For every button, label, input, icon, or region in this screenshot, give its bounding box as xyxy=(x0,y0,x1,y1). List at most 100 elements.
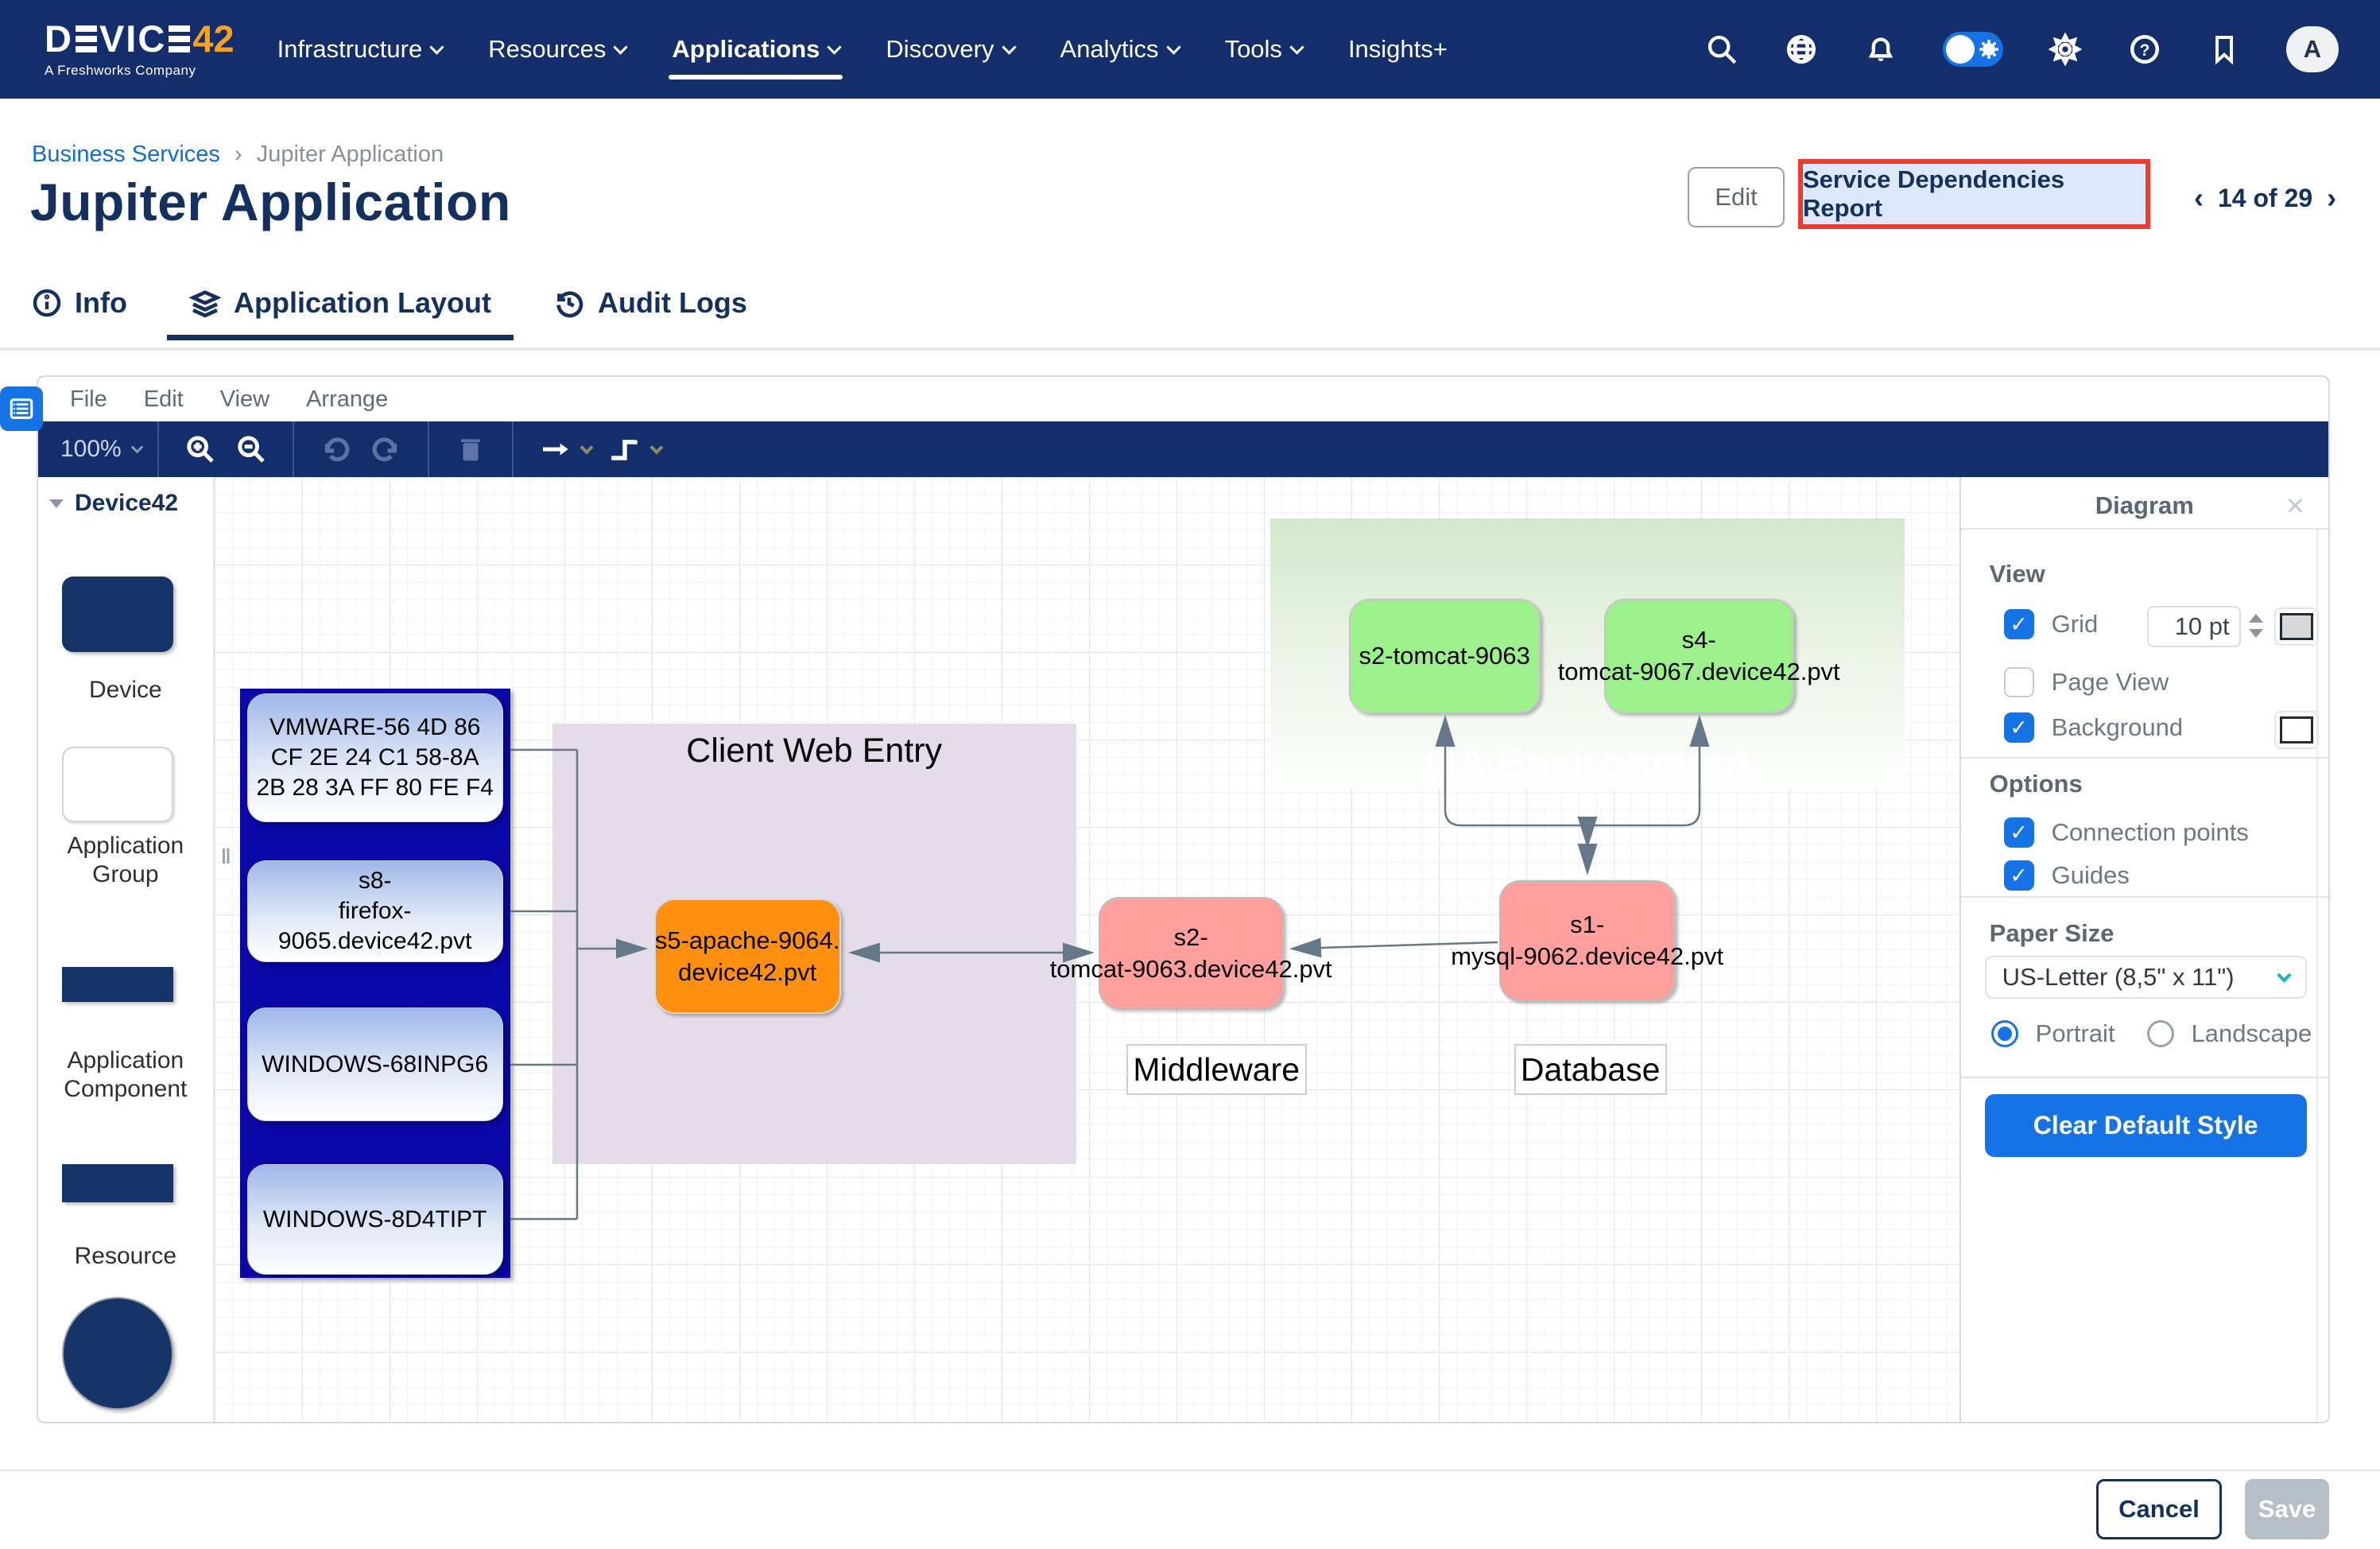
service-dependencies-report-button[interactable]: Service Dependencies Report xyxy=(1798,159,2150,229)
menu-edit[interactable]: Edit xyxy=(143,386,184,412)
page-view-checkbox[interactable] xyxy=(2003,667,2034,697)
tab-audit-logs[interactable]: Audit Logs xyxy=(553,286,747,340)
user-avatar[interactable]: A xyxy=(2286,26,2339,72)
connection-points-checkbox[interactable]: ✓ xyxy=(2003,817,2034,848)
connector-style-button[interactable] xyxy=(604,429,645,470)
tab-info[interactable]: Info xyxy=(32,286,127,340)
breadcrumb-business-services[interactable]: Business Services xyxy=(32,142,220,167)
grid-size-input[interactable] xyxy=(2146,606,2241,647)
node-s1-mysql-9062[interactable]: s1-mysql-9062.device42.pvt xyxy=(1451,880,1723,1001)
close-icon[interactable]: × xyxy=(2285,488,2304,523)
menu-insights[interactable]: Insights+ xyxy=(1347,35,1448,63)
background-row: ✓ Background xyxy=(2003,712,2183,743)
editor-toolbar: 100% xyxy=(38,421,2328,477)
landscape-label: Landscape xyxy=(2191,1019,2312,1047)
orientation-row: Portrait Landscape xyxy=(1990,1019,2312,1048)
help-icon[interactable]: ? xyxy=(2127,32,2162,67)
grid-color-swatch[interactable] xyxy=(2273,608,2319,646)
background-color-swatch[interactable] xyxy=(2273,711,2319,749)
globe-icon[interactable] xyxy=(1784,32,1819,67)
portrait-radio[interactable] xyxy=(1990,1020,2018,1047)
footer-divider xyxy=(0,1469,2380,1471)
menu-resources[interactable]: Resources xyxy=(488,17,629,81)
shape-application-group[interactable] xyxy=(62,747,173,822)
editor-menubar: File Edit View Arrange xyxy=(38,377,2328,421)
menu-discovery[interactable]: Discovery xyxy=(886,17,1017,81)
node-s4-tomcat-9067[interactable]: s4-tomcat-9067.device42.pvt xyxy=(1558,599,1840,713)
menu-applications[interactable]: Applications xyxy=(669,17,843,81)
shape-label: Application Component xyxy=(64,1047,188,1102)
menu-arrange[interactable]: Arrange xyxy=(306,386,389,412)
delete-button[interactable] xyxy=(450,429,491,470)
sidebar-resize-handle[interactable]: ‖ xyxy=(220,844,233,868)
layers-icon xyxy=(188,290,221,318)
chevron-down-icon xyxy=(613,39,629,55)
sun-icon xyxy=(1983,43,1995,56)
container-title: QA Environment xyxy=(1425,740,1750,786)
guides-checkbox[interactable]: ✓ xyxy=(2003,860,2034,891)
node-vmware[interactable]: VMWARE-56 4D 86 CF 2E 24 C1 58-8A 2B 28 … xyxy=(246,693,503,822)
shapes-sidebar: Device42 Device Application Group Applic… xyxy=(38,477,215,1422)
guides-row: ✓ Guides xyxy=(2003,860,2130,891)
shape-resource[interactable] xyxy=(62,1164,173,1202)
menu-infrastructure[interactable]: Infrastructure xyxy=(277,17,444,81)
menu-view[interactable]: View xyxy=(219,386,270,412)
clear-default-style-button[interactable]: Clear Default Style xyxy=(1984,1094,2307,1157)
menu-tools[interactable]: Tools xyxy=(1225,17,1304,81)
diagram-canvas[interactable]: ‖ Client Web Entry QA Environment VMWARE… xyxy=(214,477,1959,1422)
logo-accent-42: 42 xyxy=(192,17,235,60)
node-s2-tomcat-9063-middleware[interactable]: s2-tomcat-9063.device42.pvt xyxy=(1050,897,1332,1009)
cancel-button[interactable]: Cancel xyxy=(2096,1479,2222,1539)
node-s8-firefox[interactable]: s8-firefox-9065.device42.pvt xyxy=(246,860,503,962)
shape-ellipse[interactable] xyxy=(62,1297,173,1410)
format-panel-side-tab[interactable] xyxy=(0,386,43,431)
node-s2-tomcat-9063-qa[interactable]: s2-tomcat-9063 xyxy=(1348,599,1541,713)
arrow-style-button[interactable] xyxy=(534,429,576,470)
pager-prev-icon[interactable]: ‹ xyxy=(2194,181,2204,214)
node-s5-apache-9064[interactable]: s5-apache-9064.device42.pvt xyxy=(653,899,841,1014)
shape-device[interactable] xyxy=(62,577,173,652)
connection-points-label: Connection points xyxy=(2051,818,2249,846)
redo-button[interactable] xyxy=(366,429,407,470)
shapes-group-header[interactable]: Device42 xyxy=(38,490,213,517)
save-button[interactable]: Save xyxy=(2245,1479,2329,1539)
diagram-editor-card: File Edit View Arrange 100% Device42 Dev… xyxy=(37,375,2330,1423)
background-checkbox[interactable]: ✓ xyxy=(2003,712,2034,743)
edit-button[interactable]: Edit xyxy=(1688,167,1785,227)
node-windows-68inpg6[interactable]: WINDOWS-68INPG6 xyxy=(246,1007,503,1121)
tab-application-layout[interactable]: Application Layout xyxy=(166,286,514,340)
zoom-in-button[interactable] xyxy=(180,429,221,470)
page-view-row: Page View xyxy=(2003,667,2169,697)
grid-checkbox[interactable]: ✓ xyxy=(2003,609,2034,639)
logo-text: D xyxy=(45,17,73,60)
landscape-radio[interactable] xyxy=(2146,1020,2174,1047)
guides-label: Guides xyxy=(2051,861,2130,889)
chevron-down-icon xyxy=(2276,967,2292,983)
paper-size-select[interactable]: US-Letter (8,5" x 11") xyxy=(1984,956,2307,999)
menu-analytics[interactable]: Analytics xyxy=(1060,17,1181,81)
device-cluster-container[interactable]: VMWARE-56 4D 86 CF 2E 24 C1 58-8A 2B 28 … xyxy=(239,689,510,1278)
stepper-up-icon[interactable] xyxy=(2248,614,2263,623)
bookmark-icon[interactable] xyxy=(2207,32,2242,67)
pager-next-icon[interactable]: › xyxy=(2327,181,2337,214)
node-windows-8d4tipt[interactable]: WINDOWS-8D4TIPT xyxy=(246,1164,503,1275)
grid-size-stepper[interactable] xyxy=(2248,614,2263,638)
label-middleware[interactable]: Middleware xyxy=(1126,1044,1307,1095)
undo-button[interactable] xyxy=(315,429,356,470)
zoom-level-dropdown[interactable]: 100% xyxy=(60,436,144,463)
search-icon[interactable] xyxy=(1704,32,1739,67)
stepper-down-icon[interactable] xyxy=(2248,629,2263,638)
chevron-down-icon[interactable] xyxy=(579,441,594,455)
notifications-bell-icon[interactable] xyxy=(1863,32,1898,67)
chevron-down-icon xyxy=(1289,39,1304,55)
chevron-down-icon[interactable] xyxy=(649,441,664,455)
theme-toggle[interactable] xyxy=(1943,32,2003,67)
shape-application-component[interactable] xyxy=(62,967,173,1002)
settings-gear-icon[interactable] xyxy=(2048,32,2083,67)
record-pager: ‹ 14 of 29 › xyxy=(2194,181,2336,215)
label-database[interactable]: Database xyxy=(1514,1044,1667,1095)
zoom-out-button[interactable] xyxy=(231,429,272,470)
menu-file[interactable]: File xyxy=(70,386,107,412)
info-icon xyxy=(33,289,61,317)
